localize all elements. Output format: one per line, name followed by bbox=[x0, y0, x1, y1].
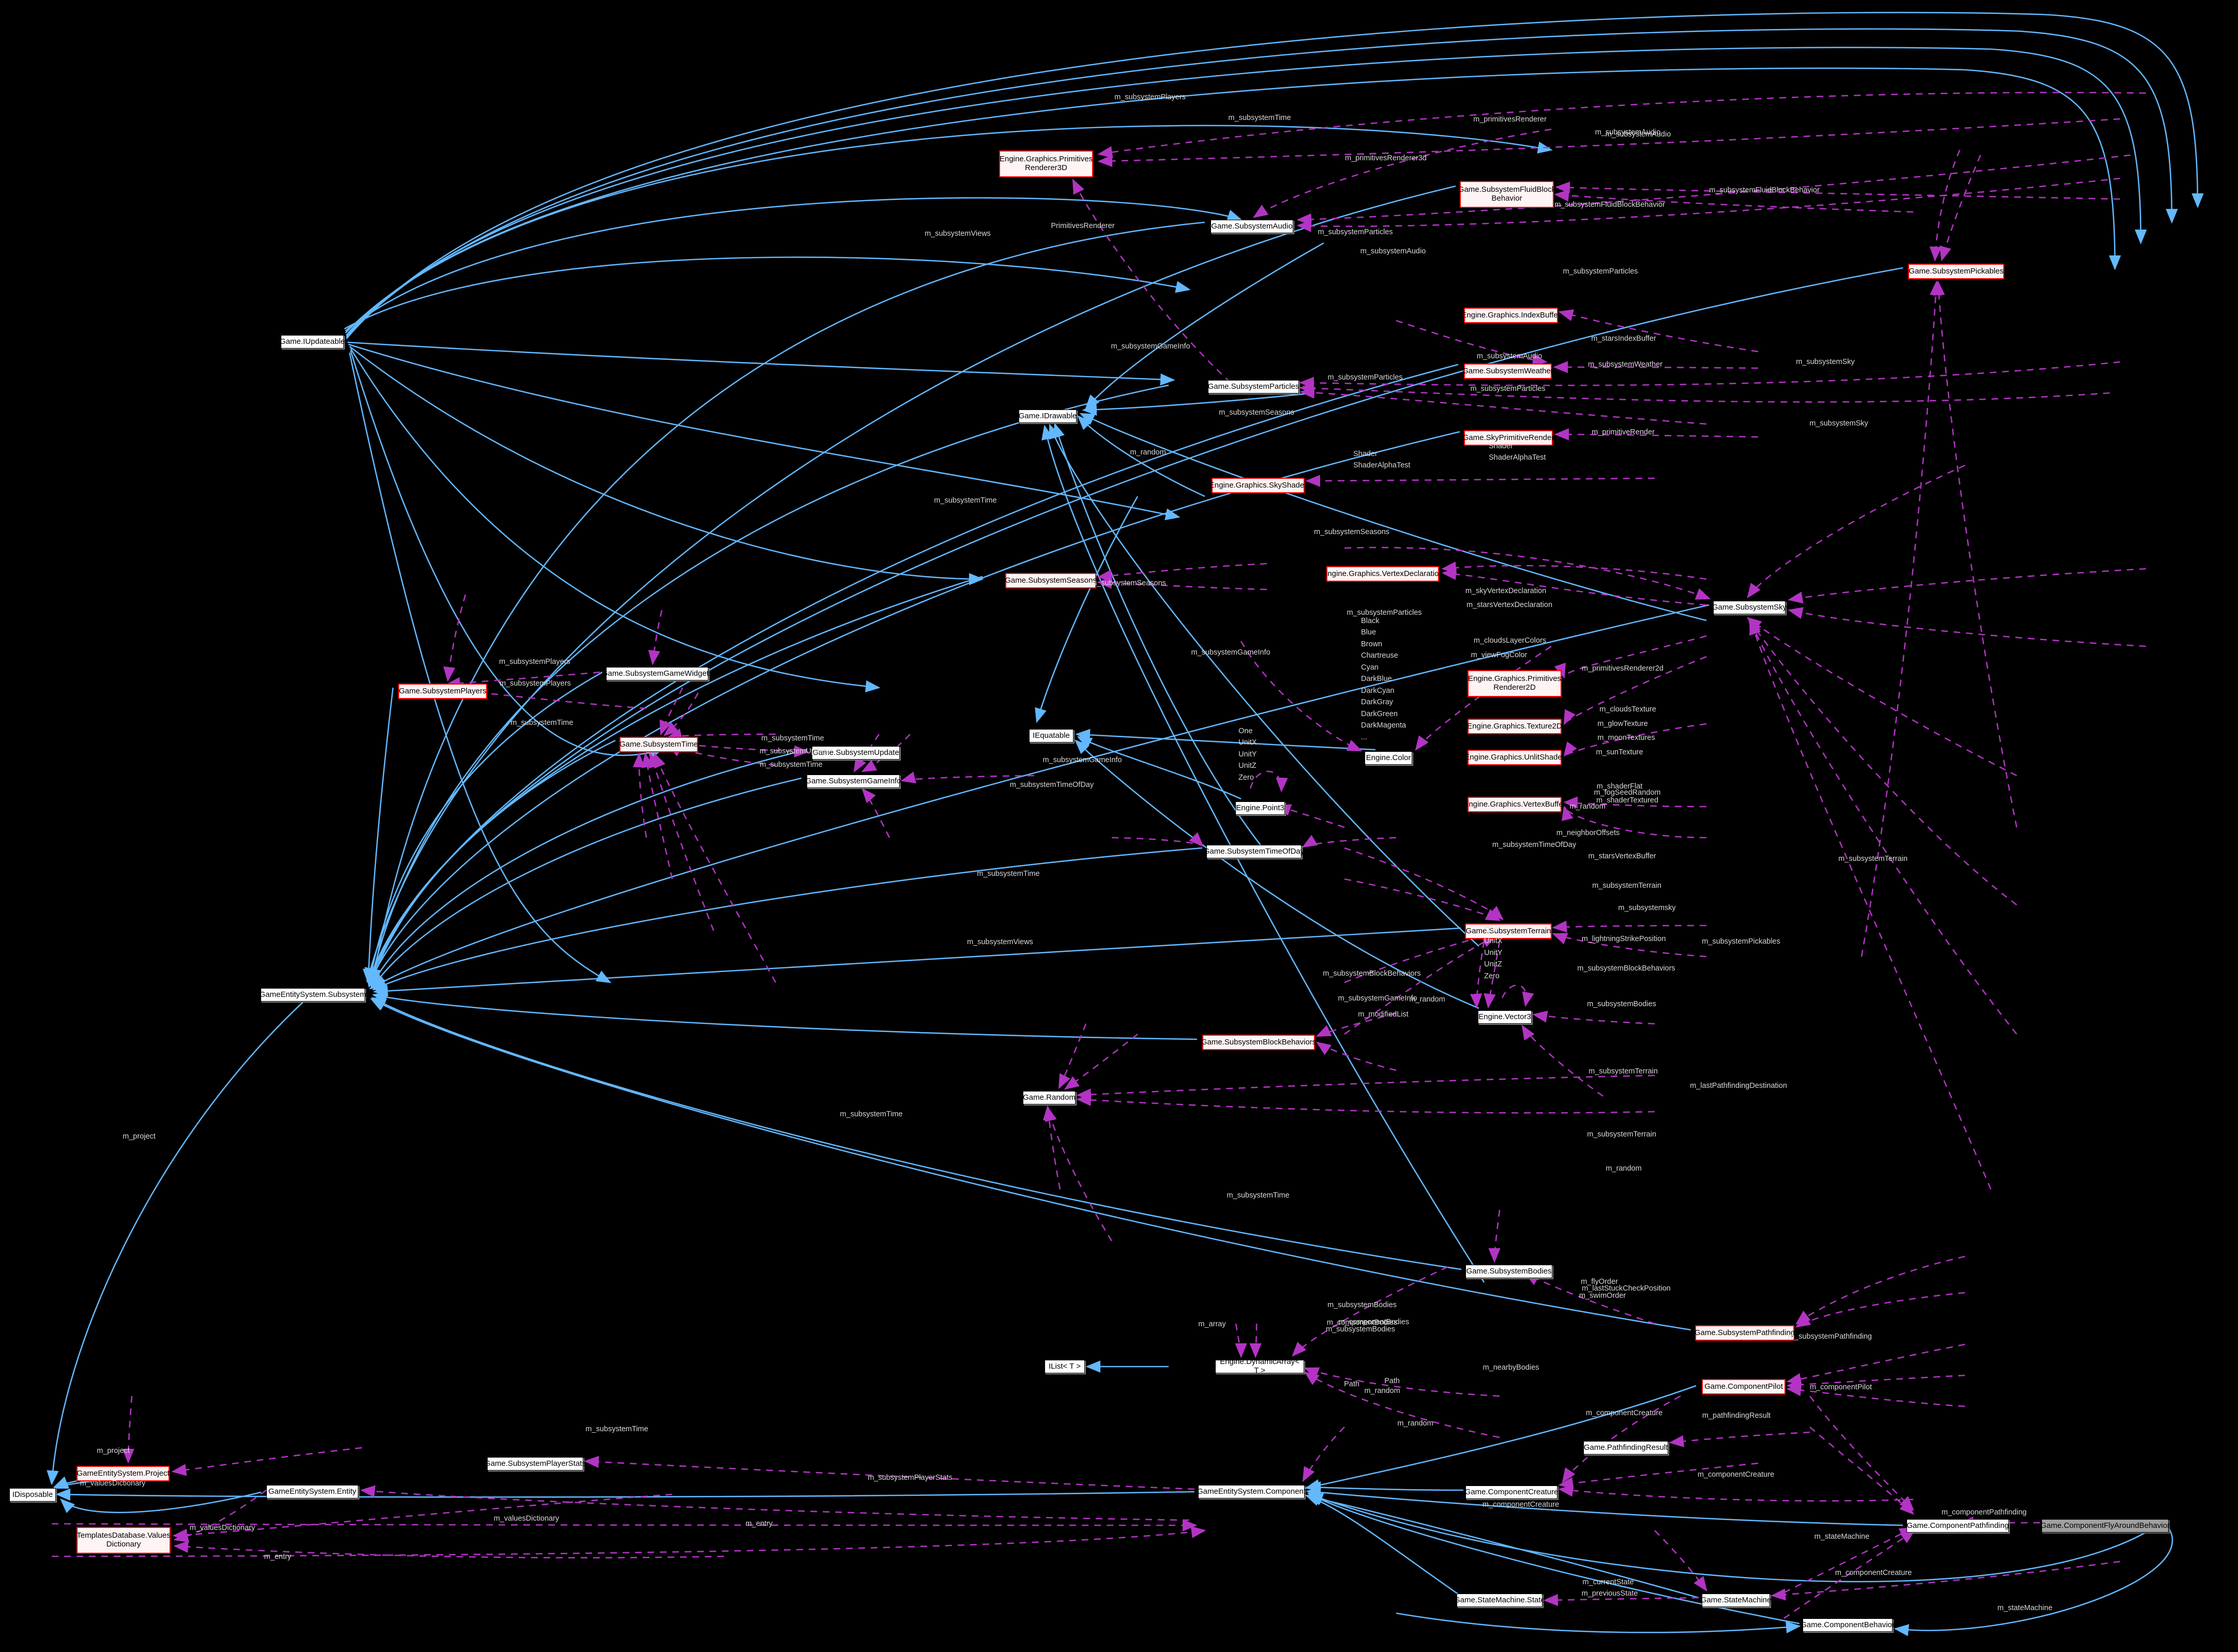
graph-node-sub-gameinfo[interactable]: Game.SubsystemGameInfo bbox=[805, 775, 901, 788]
graph-node-iupdateable[interactable]: Game.IUpdateable bbox=[280, 335, 345, 348]
graph-node-eg-vertexbuffer[interactable]: Engine.Graphics.VertexBuffer bbox=[1463, 797, 1566, 812]
edge-label-stack: Shader ShaderAlphaTest bbox=[1489, 442, 1546, 462]
graph-node-sub-pickables[interactable]: Game.SubsystemPickables bbox=[1908, 264, 2004, 279]
graph-node-eg-texture2d[interactable]: Engine.Graphics.Texture2D bbox=[1467, 719, 1562, 734]
edge-label-stack: Black Blue Brown Chartreuse Cyan DarkBlu… bbox=[1361, 617, 1407, 741]
graph-node-engine-dynarray[interactable]: Engine.DynamicArray< T > bbox=[1215, 1357, 1304, 1375]
graph-node-eg-indexbuffer[interactable]: Engine.Graphics.IndexBuffer bbox=[1461, 308, 1561, 323]
graph-node-iequatable[interactable]: IEquatable bbox=[1029, 729, 1073, 742]
graph-node-ilist[interactable]: IList< T > bbox=[1045, 1360, 1085, 1373]
graph-node-sub-playerstats[interactable]: Game.SubsystemPlayerStats bbox=[485, 1457, 586, 1471]
graph-node-eg-skyshader[interactable]: Engine.Graphics.SkyShader bbox=[1209, 478, 1307, 493]
graph-node-sub-sky[interactable]: Game.SubsystemSky bbox=[1712, 601, 1787, 614]
graph-node-idrawable[interactable]: Game.IDrawable bbox=[1019, 410, 1077, 423]
graph-node-sub-audio[interactable]: Game.SubsystemAudio bbox=[1211, 220, 1293, 233]
inheritance-edges bbox=[47, 11, 2204, 1636]
graph-node-ges-entity[interactable]: GameEntitySystem.Entity bbox=[266, 1485, 358, 1498]
graph-node-sub-gamewidgets[interactable]: Game.SubsystemGameWidgets bbox=[602, 667, 713, 680]
graph-node-ges-project[interactable]: GameEntitySystem.Project bbox=[77, 1466, 170, 1481]
graph-node-statemachine[interactable]: Game.StateMachine bbox=[1701, 1594, 1771, 1607]
graph-node-pathfindingresult[interactable]: Game.PathfindingResult bbox=[1583, 1441, 1668, 1454]
edge-label-stack: One UnitX UnitY UnitZ Zero bbox=[1484, 926, 1503, 980]
graph-node-skyprimrender[interactable]: Game.SkyPrimitiveRender bbox=[1463, 430, 1554, 446]
graph-node-egp-renderer3d[interactable]: Engine.Graphics.Primitives Renderer3D bbox=[999, 150, 1093, 177]
graph-node-engine-vector3[interactable]: Engine.Vector3 bbox=[1478, 1010, 1532, 1024]
graph-node-comp-behavior[interactable]: Game.ComponentBehavior bbox=[1801, 1618, 1895, 1632]
graph-node-sub-update[interactable]: Game.SubsystemUpdate bbox=[812, 746, 900, 760]
graph-node-eg-unlitshader[interactable]: Engine.Graphics.UnlitShader bbox=[1464, 750, 1565, 765]
graph-node-comp-flyaround[interactable]: Game.ComponentFlyAroundBehavior bbox=[2040, 1519, 2170, 1533]
usage-edges bbox=[51, 92, 2146, 1619]
graph-node-egp-renderer2d[interactable]: Engine.Graphics.Primitives Renderer2D bbox=[1468, 670, 1562, 697]
graph-node-sub-terrain[interactable]: Game.SubsystemTerrain bbox=[1465, 923, 1552, 939]
graph-node-sub-time[interactable]: Game.SubsystemTime bbox=[619, 737, 698, 752]
graph-node-engine-point3[interactable]: Engine.Point3 bbox=[1235, 801, 1285, 815]
edge-label-stack: One UnitX UnitY UnitZ Zero bbox=[1238, 727, 1257, 782]
graph-node-statemachine-state[interactable]: Game.StateMachine.State bbox=[1454, 1594, 1545, 1607]
graph-node-comp-pathfinding[interactable]: Game.ComponentPathfinding bbox=[1907, 1519, 2009, 1533]
graph-node-comp-creature[interactable]: Game.ComponentCreature bbox=[1465, 1486, 1558, 1499]
graph-node-sub-seasons[interactable]: Game.SubsystemSeasons bbox=[1005, 573, 1097, 588]
graph-node-ges-subsystem[interactable]: GameEntitySystem.Subsystem bbox=[260, 988, 366, 1002]
graph-node-sub-timeofday[interactable]: Game.SubsystemTimeOfDay bbox=[1204, 845, 1304, 858]
graph-node-comp-pilot[interactable]: Game.ComponentPilot bbox=[1702, 1379, 1786, 1395]
graph-node-sub-pathfinding[interactable]: Game.SubsystemPathfinding bbox=[1695, 1325, 1795, 1341]
graph-node-game-random[interactable]: Game.Random bbox=[1023, 1091, 1076, 1104]
edge-label-stack: Shader ShaderAlphaTest bbox=[1353, 450, 1411, 470]
graph-node-ges-component[interactable]: GameEntitySystem.Component bbox=[1197, 1485, 1306, 1498]
graph-node-idisposable[interactable]: IDisposable bbox=[9, 1488, 56, 1502]
graph-node-sub-players[interactable]: Game.SubsystemPlayers bbox=[398, 684, 487, 699]
graph-node-sub-particles[interactable]: Game.SubsystemParticles bbox=[1208, 380, 1299, 393]
graph-node-sub-fluidblock[interactable]: Game.SubsystemFluidBlock Behavior bbox=[1458, 181, 1555, 208]
graph-node-tdb-valuesdict[interactable]: TemplatesDatabase.Values Dictionary bbox=[77, 1527, 171, 1554]
graph-node-sub-weather[interactable]: Game.SubsystemWeather bbox=[1462, 363, 1553, 379]
graph-node-sub-blockbehaviors[interactable]: Game.SubsystemBlockBehaviors bbox=[1201, 1035, 1316, 1050]
graph-node-eg-vertexdecl[interactable]: Engine.Graphics.VertexDeclaration bbox=[1322, 566, 1443, 582]
graph-node-engine-color[interactable]: Engine.Color bbox=[1365, 751, 1412, 765]
graph-node-sub-bodies[interactable]: Game.SubsystemBodies bbox=[1465, 1265, 1552, 1278]
